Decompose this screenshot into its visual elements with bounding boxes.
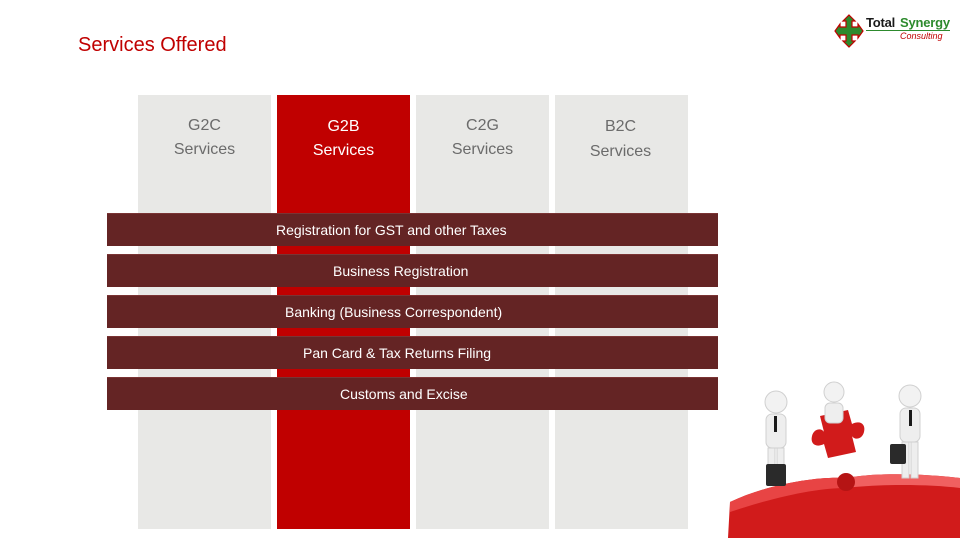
column-label-c2g: C2G Services	[451, 117, 514, 158]
puzzle-figures-illustration	[728, 381, 960, 538]
column-label-g2b: G2B Services	[312, 118, 375, 159]
service-label: Pan Card & Tax Returns Filing	[303, 345, 492, 361]
service-bar-gst: Registration for GST and other Taxes	[107, 213, 718, 246]
service-label: Banking (Business Correspondent)	[285, 304, 503, 320]
service-bar-customs: Customs and Excise	[107, 377, 718, 410]
slide-title: Services Offered	[78, 34, 227, 56]
logo-cross-icon	[834, 14, 864, 48]
logo-tagline: Consulting	[900, 31, 943, 41]
logo-rule	[866, 30, 950, 31]
service-label: Business Registration	[333, 263, 469, 279]
logo-word-synergy: Synergy	[900, 15, 950, 30]
service-bar-business-registration: Business Registration	[107, 254, 718, 287]
logo-word-total: Total	[866, 15, 896, 30]
service-bar-pan-card: Pan Card & Tax Returns Filing	[107, 336, 718, 369]
company-logo: Total Synergy Consulting	[834, 14, 952, 50]
service-label: Registration for GST and other Taxes	[276, 222, 507, 238]
service-bar-banking: Banking (Business Correspondent)	[107, 295, 718, 328]
service-label: Customs and Excise	[340, 386, 468, 402]
column-label-b2c: B2C Services	[589, 118, 652, 160]
column-label-g2c: G2C Services	[173, 117, 236, 158]
